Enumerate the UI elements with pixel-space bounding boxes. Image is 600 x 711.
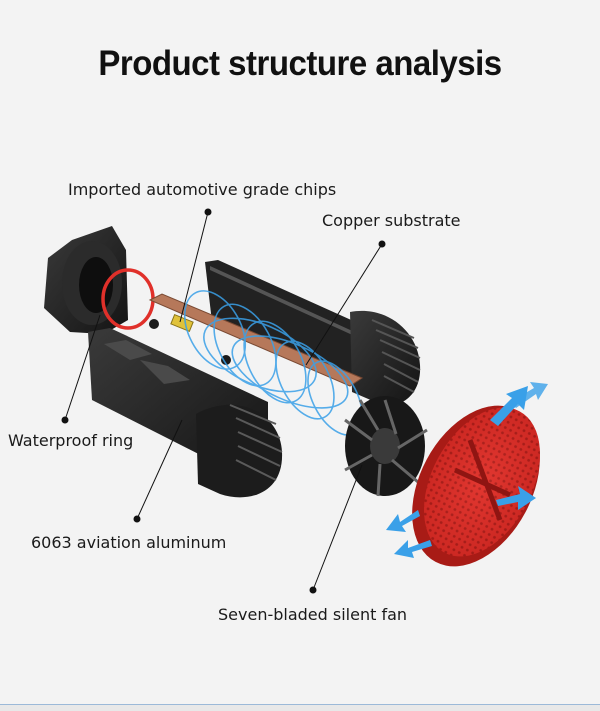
page-title: Product structure analysis — [98, 42, 502, 83]
airflow-swirls — [183, 290, 363, 436]
upper-housing — [205, 260, 421, 406]
screw-2 — [221, 355, 231, 365]
screw-1 — [149, 319, 159, 329]
label-chips: Imported automotive grade chips — [68, 180, 337, 199]
copper-substrate — [148, 293, 364, 387]
heatsink-cap — [412, 405, 540, 567]
bottom-divider — [0, 704, 600, 711]
label-fan: Seven-bladed silent fan — [218, 605, 408, 624]
fan — [344, 396, 428, 497]
label-substrate: Copper substrate — [322, 211, 461, 230]
lower-housing — [88, 328, 283, 498]
leader-lines — [64, 211, 383, 591]
airflow-arrows — [386, 382, 548, 558]
label-waterproof-ring: Waterproof ring — [8, 431, 134, 450]
label-aluminum: 6063 aviation aluminum — [31, 533, 227, 552]
leader-dots — [61, 208, 386, 594]
socket-collar — [44, 226, 128, 334]
led-chip — [170, 313, 194, 333]
